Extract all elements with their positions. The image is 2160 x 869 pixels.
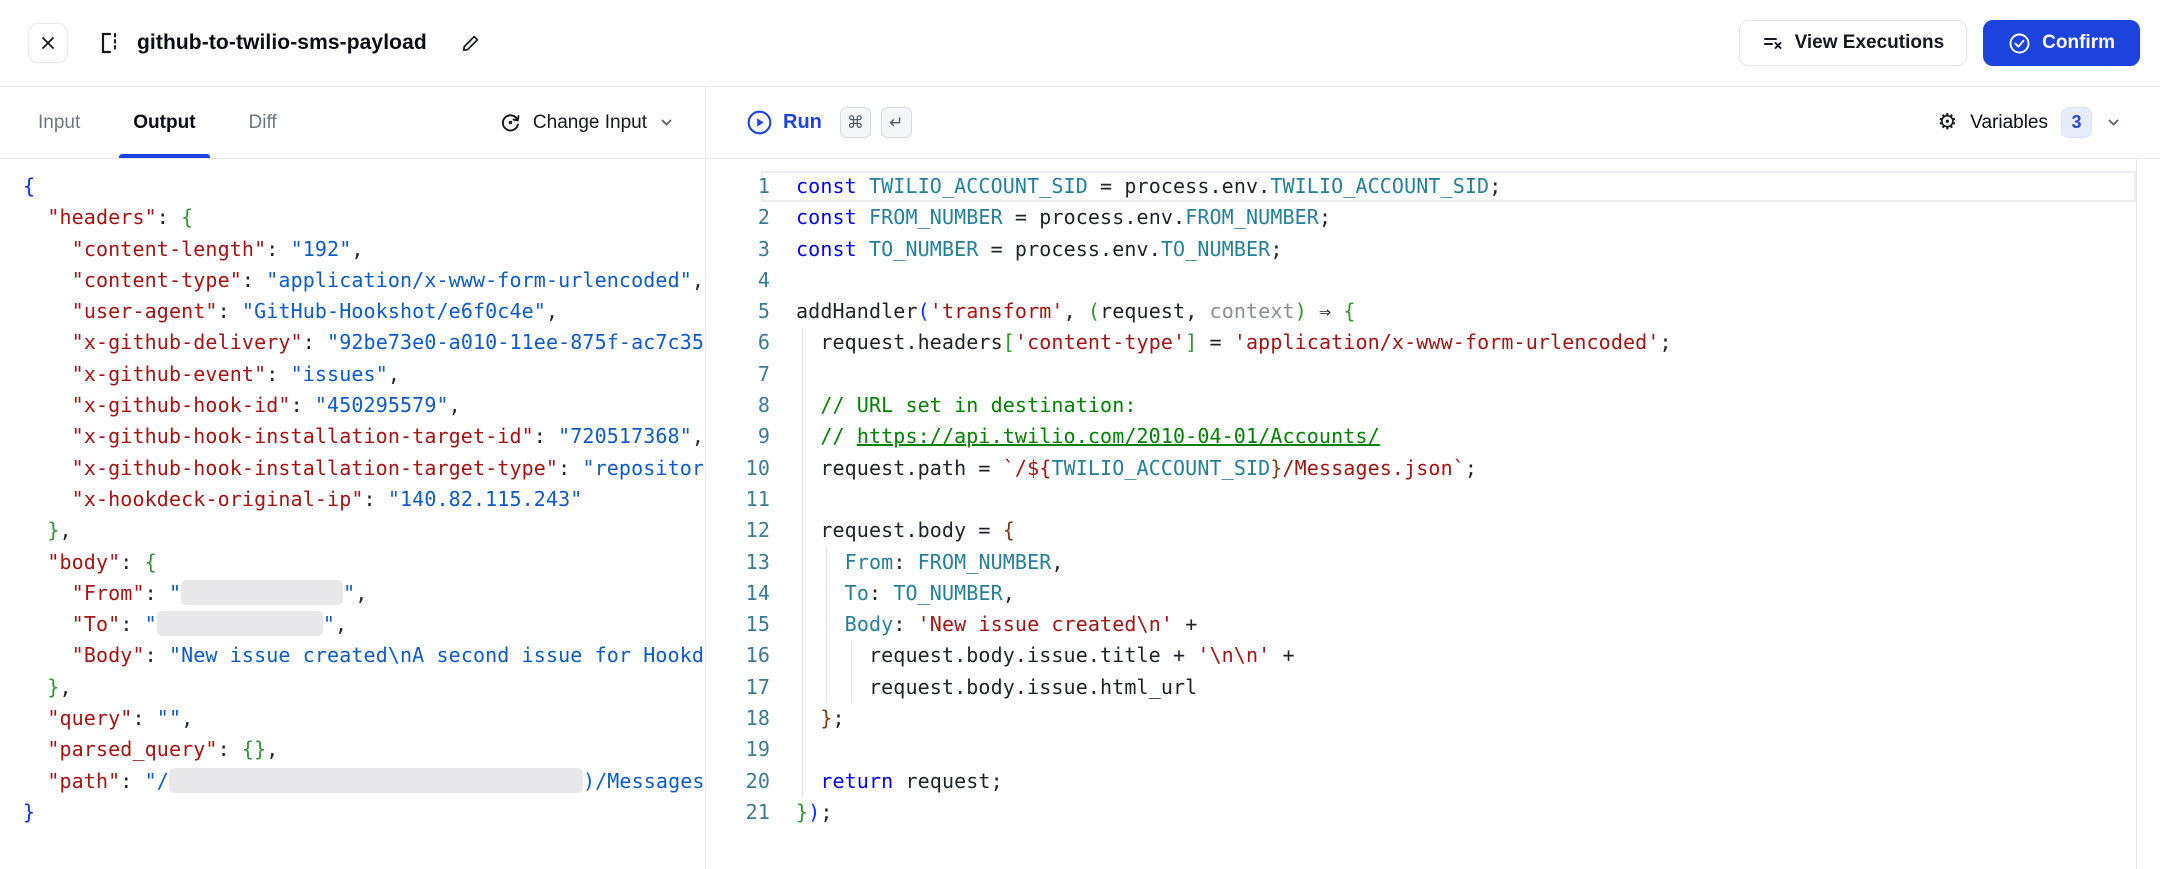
variables-label: Variables: [1970, 111, 2048, 133]
content-area: { "headers": { "content-length": "192", …: [0, 159, 2160, 869]
output-json-viewer[interactable]: { "headers": { "content-length": "192", …: [0, 159, 706, 869]
output-json-body: { "headers": { "content-length": "192", …: [0, 159, 705, 828]
enter-key-icon: ↵: [880, 107, 912, 138]
change-input-button[interactable]: Change Input: [499, 87, 675, 158]
json-line: "path": "/)/Messages.: [47, 767, 706, 793]
code-line: 16 request.body.issue.title + '\n\n' +: [745, 643, 1295, 668]
code-line: 18 };: [745, 706, 845, 731]
run-button[interactable]: Run ⌘ ↵: [746, 107, 912, 138]
code-line: 9 // https://api.twilio.com/2010-04-01/A…: [757, 424, 1380, 449]
code-line: 11: [745, 486, 770, 511]
check-circle-icon: [2008, 32, 2031, 55]
code-line: 19: [745, 737, 770, 762]
json-line: "From": "",: [71, 579, 368, 605]
edit-title-button[interactable]: [460, 32, 482, 54]
json-line: "x-github-event": "issues",: [71, 361, 401, 386]
variables-toggle[interactable]: ⚙ Variables 3: [1937, 107, 2122, 138]
code-line: 10 request.path = `/${TWILIO_ACCOUNT_SID…: [745, 455, 1478, 480]
gear-icon: ⚙: [1937, 109, 1958, 135]
view-executions-label: View Executions: [1794, 32, 1945, 53]
code-line: 6 request.headers['content-type'] = 'app…: [757, 330, 1672, 355]
sync-icon: [499, 111, 522, 134]
editor-toolbar: Run ⌘ ↵ ⚙ Variables 3: [706, 87, 2160, 158]
tab-bar: Input Output Diff: [24, 87, 291, 158]
transformation-icon: [94, 29, 122, 57]
json-line: "x-github-hook-installation-target-type"…: [71, 455, 705, 480]
toolbar-row: Input Output Diff Change Input: [0, 87, 2160, 159]
code-line: 4: [757, 267, 770, 292]
confirm-label: Confirm: [2042, 32, 2115, 53]
json-line: "Body": "New issue created\nA second iss…: [71, 643, 705, 668]
page-title: github-to-twilio-sms-payload: [137, 31, 427, 54]
top-bar: github-to-twilio-sms-payload: [0, 0, 2160, 87]
change-input-label: Change Input: [532, 111, 647, 133]
code-line: 13 From: FROM_NUMBER,: [745, 549, 1064, 574]
json-line: "body": {: [47, 549, 157, 574]
json-line: "content-length": "192",: [71, 236, 364, 261]
json-line: "headers": {: [47, 205, 194, 230]
code-line: 14 To: TO_NUMBER,: [745, 580, 1015, 605]
json-line: "x-hookdeck-original-ip": "140.82.115.24…: [71, 486, 583, 511]
code-line: 12 request.body = {: [745, 518, 1015, 543]
tab-output[interactable]: Output: [119, 87, 210, 158]
code-line: 8 // URL set in destination:: [757, 393, 1137, 418]
code-line: 15 Body: 'New issue created\n' +: [745, 612, 1198, 637]
json-line: "x-github-hook-id": "450295579",: [71, 393, 461, 418]
play-circle-icon: [746, 109, 773, 136]
cmd-key-icon: ⌘: [839, 107, 871, 138]
json-line: "user-agent": "GitHub-Hookshot/e6f0c4e",: [71, 299, 559, 324]
tab-diff[interactable]: Diff: [248, 111, 277, 133]
json-line: "To": "",: [71, 611, 348, 637]
code-line: 7: [757, 361, 770, 386]
json-line: "x-github-hook-installation-target-id": …: [71, 424, 705, 449]
scrollbar-track[interactable]: [2136, 159, 2137, 869]
json-line: "parsed_query": {},: [47, 737, 279, 762]
json-line: },: [47, 674, 72, 699]
close-button[interactable]: [28, 23, 68, 63]
chevron-down-icon: [2105, 114, 2122, 131]
json-line: "query": "",: [47, 706, 194, 731]
confirm-button[interactable]: Confirm: [1983, 20, 2140, 66]
json-line: },: [47, 518, 72, 543]
executions-list-icon: [1762, 32, 1784, 54]
json-line: "x-github-delivery": "92be73e0-a010-11ee…: [71, 330, 705, 355]
current-line-highlight: [761, 171, 2136, 203]
close-icon: [39, 34, 57, 52]
top-bar-actions: View Executions Confirm: [1738, 20, 2140, 66]
code-line: 21});: [745, 799, 833, 824]
variables-count-badge: 3: [2061, 107, 2092, 138]
code-line: 17 request.body.issue.html_url: [745, 674, 1198, 699]
json-line: }: [23, 799, 36, 824]
tab-input[interactable]: Input: [38, 111, 81, 133]
json-line: {: [23, 174, 36, 198]
run-label: Run: [783, 111, 822, 133]
left-toolbar: Input Output Diff Change Input: [0, 87, 706, 158]
chevron-down-icon: [658, 114, 675, 131]
view-executions-button[interactable]: View Executions: [1738, 20, 1968, 66]
code-line: 20 return request;: [745, 768, 1003, 793]
title-group: github-to-twilio-sms-payload: [94, 29, 482, 57]
pencil-icon: [460, 32, 482, 54]
json-line: "content-type": "application/x-www-form-…: [71, 267, 705, 292]
